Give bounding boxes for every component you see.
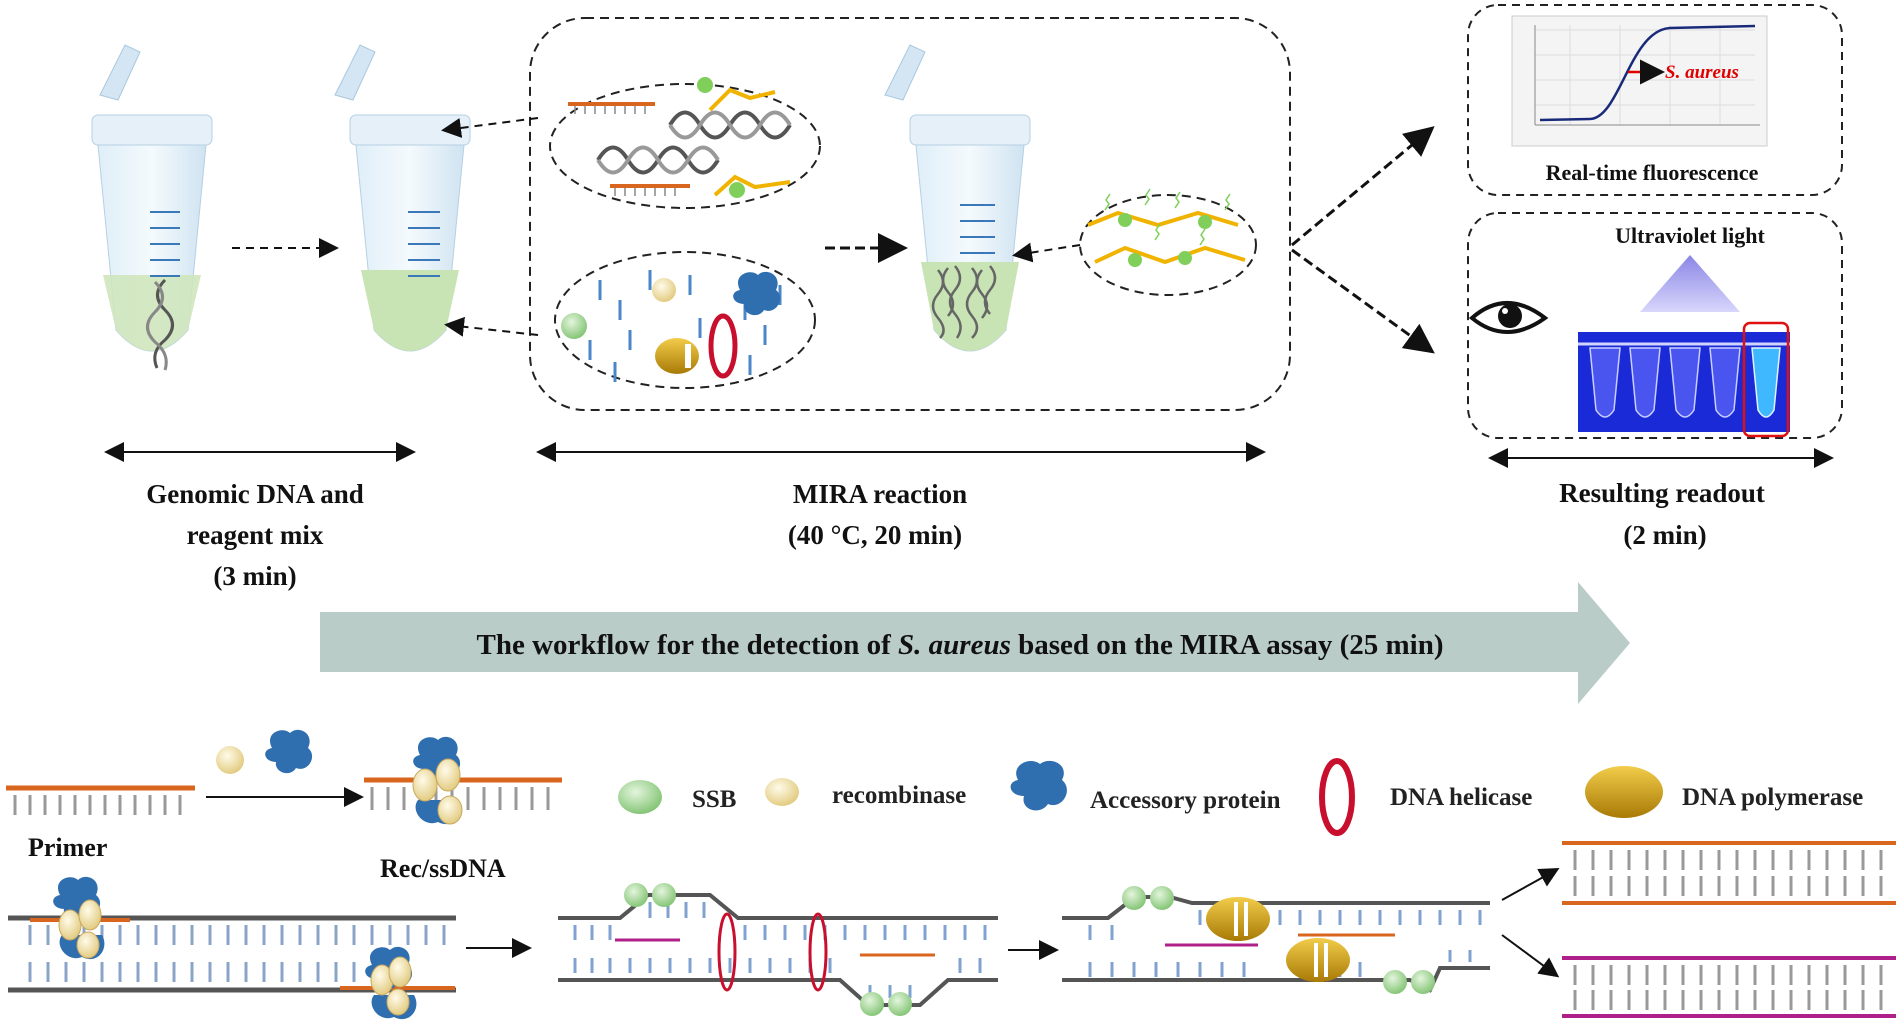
curve-label: S. aureus bbox=[1665, 62, 1739, 83]
stage3-label: Resulting readout bbox=[1559, 478, 1765, 508]
ssb-label: SSB bbox=[692, 786, 736, 813]
uv-caption: Ultraviolet light bbox=[1615, 223, 1765, 248]
recombinase-label: recombinase bbox=[832, 782, 966, 809]
stage2-time: (40 °C, 20 min) bbox=[788, 520, 962, 550]
polymerase-icon bbox=[1585, 766, 1663, 818]
arrow-to-product1 bbox=[1501, 868, 1560, 901]
stage1-label-line2: reagent mix bbox=[187, 520, 324, 550]
step-strand-invasion bbox=[8, 876, 456, 1020]
uv-panel: Ultraviolet light bbox=[1467, 212, 1843, 439]
step-unwinding bbox=[558, 883, 998, 1016]
ellipse-enzymes bbox=[554, 251, 816, 389]
ssb-icon bbox=[618, 780, 662, 814]
helicase-icon bbox=[1319, 758, 1355, 836]
polymerase-label: DNA polymerase bbox=[1682, 784, 1863, 811]
arrow-to-fluorescence bbox=[1291, 126, 1435, 247]
recombinase-shape bbox=[216, 746, 244, 774]
arrow-to-product2 bbox=[1501, 934, 1560, 978]
stage3-time: (2 min) bbox=[1623, 520, 1706, 550]
workflow-caption: The workflow for the detection of S. aur… bbox=[477, 629, 1444, 661]
accessory-protein-icon bbox=[1010, 760, 1067, 811]
ellipse-primers-dna bbox=[549, 77, 821, 209]
arrow-to-uv bbox=[1291, 248, 1435, 354]
step-extension bbox=[1062, 886, 1490, 994]
accessory-label: Accessory protein bbox=[1090, 787, 1281, 814]
tube-reagent-mix bbox=[334, 44, 471, 352]
fluorescence-panel: S. aureus Real-time fluorescence bbox=[1467, 4, 1843, 196]
rec-ssdna-label: Rec/ssDNA bbox=[380, 854, 506, 883]
fluorescence-caption: Real-time fluorescence bbox=[1546, 160, 1759, 185]
product-duplex-2 bbox=[1562, 956, 1896, 1018]
stage1-time: (3 min) bbox=[213, 561, 296, 591]
tube-genomic-dna bbox=[91, 44, 213, 371]
primer-label: Primer bbox=[28, 833, 107, 862]
accessory-protein-shape bbox=[265, 729, 313, 774]
arrow-enzymes-to-tube bbox=[444, 316, 539, 337]
recombinase-icon bbox=[765, 778, 799, 806]
arrow-product-to-tube bbox=[1012, 242, 1081, 263]
primer-ssdna bbox=[6, 785, 195, 815]
helicase-label: DNA helicase bbox=[1390, 784, 1532, 811]
arrow-primers-to-tube bbox=[441, 117, 539, 138]
rec-ssdna-complex bbox=[364, 736, 562, 825]
ellipse-amplified-product bbox=[1079, 188, 1257, 296]
mira-reaction-box bbox=[529, 17, 1291, 411]
stage2-label: MIRA reaction bbox=[793, 479, 967, 509]
tube-mira-reaction bbox=[884, 44, 1031, 352]
uv-light-beam bbox=[1640, 255, 1740, 312]
workflow-arrow bbox=[320, 582, 1630, 704]
product-duplex-1 bbox=[1562, 841, 1896, 905]
eye-icon bbox=[1468, 301, 1549, 334]
stage1-label-line1: Genomic DNA and bbox=[146, 479, 364, 509]
positive-tube-highlight bbox=[1742, 321, 1790, 438]
